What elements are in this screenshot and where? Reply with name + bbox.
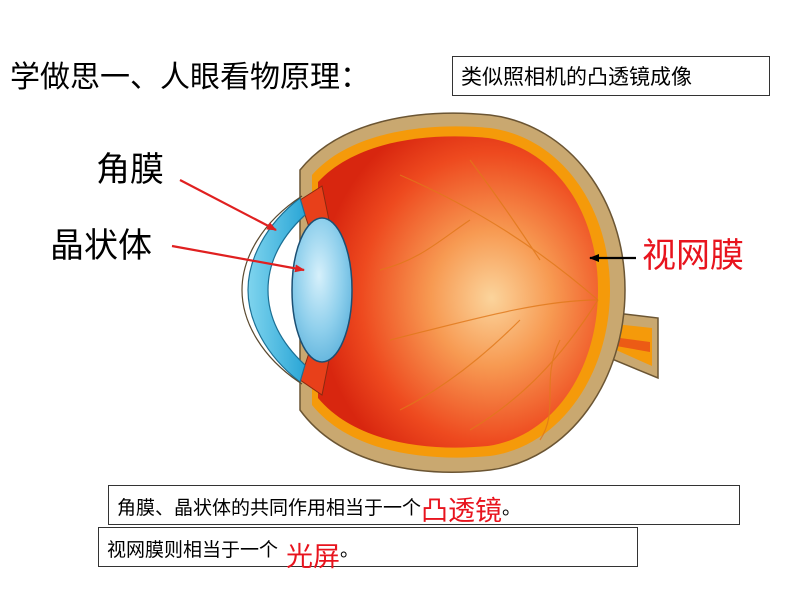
sentence-1-text: 角膜、晶状体的共同作用相当于一个 [117, 497, 422, 519]
page-title: 学做思一、人眼看物原理： [10, 60, 370, 95]
tagline-box: 类似照相机的凸透镜成像 [452, 56, 770, 96]
cornea-label: 角膜 [96, 150, 164, 190]
lens [291, 217, 353, 363]
cornea-arrow [179, 179, 277, 231]
sentence-2-text: 视网膜则相当于一个 [107, 539, 279, 561]
answer-convex-lens: 凸透镜 [421, 496, 503, 527]
sentence-1-end: 。 [502, 497, 522, 519]
sentence-box-1: 角膜、晶状体的共同作用相当于一个凸透镜。 [108, 485, 740, 527]
sentence-box-2: 视网膜则相当于一个光屏。 [98, 527, 638, 573]
retina-label: 视网膜 [642, 236, 744, 276]
sentence-2-end: 。 [340, 539, 360, 561]
blood-vessels [379, 159, 599, 441]
lens-label: 晶状体 [50, 226, 152, 266]
eyeball [318, 136, 598, 448]
answer-light-screen: 光屏 [286, 542, 341, 573]
lens-arrow [171, 244, 305, 273]
